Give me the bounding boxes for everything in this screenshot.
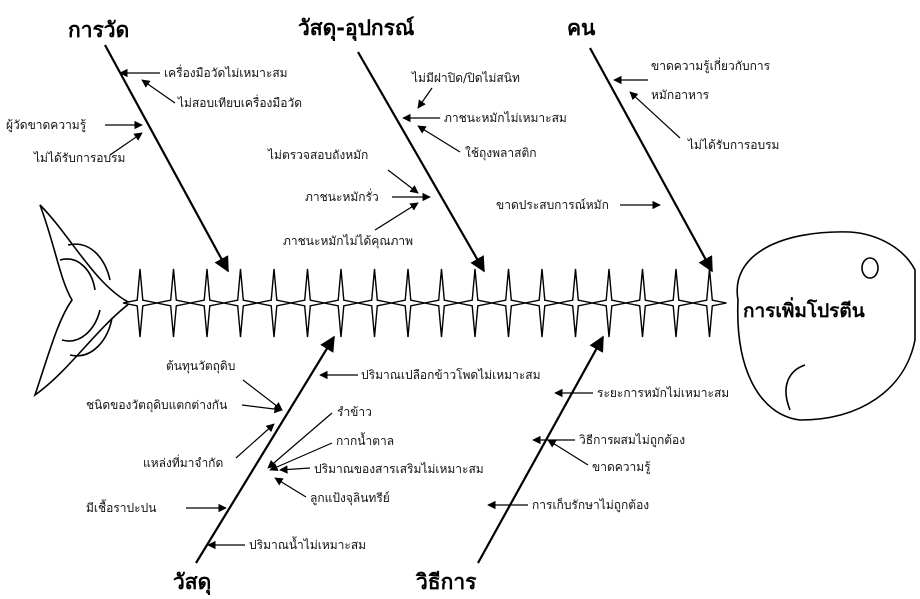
spine-star [592, 269, 626, 337]
spine-star [224, 269, 258, 337]
spine-star [358, 269, 392, 337]
bone-people [590, 48, 712, 271]
spine-star [123, 269, 157, 337]
spine-star [391, 269, 425, 337]
spine-star [626, 269, 660, 337]
cause-label: ภาชนะหมักไม่ได้คุณภาพ [283, 234, 413, 248]
cause-label: ไม่ตรวจสอบถังหมัก [268, 148, 368, 162]
cause-label: วิธีการผสมไม่ถูกต้อง [579, 433, 685, 447]
cause-label: มีเชื้อราปะปน [86, 501, 156, 515]
cause-label: ไม่สอบเทียบเครื่องมือวัด [178, 96, 302, 110]
category-label-material: วัสดุ [173, 566, 211, 599]
cause-label: ระยะการหมักไม่เหมาะสม [597, 386, 729, 400]
spine-star [257, 269, 291, 337]
cause-label: แหล่งที่มาจำกัด [143, 456, 223, 470]
spine-star [291, 269, 325, 337]
category-label-measure: การวัด [68, 14, 129, 47]
spine-star [659, 269, 693, 337]
spine-star [693, 269, 727, 337]
cause-label: ภาชนะหมักไม่เหมาะสม [444, 111, 567, 125]
cause-label: ปริมาณของสารเสริมไม่เหมาะสม [314, 462, 484, 476]
cause-label: การเก็บรักษาไม่ถูกต้อง [532, 498, 649, 512]
cause-label: รำข้าว [337, 405, 372, 419]
cause-label: ขาดความรู้ [592, 460, 651, 474]
spine-star [559, 269, 593, 337]
fish-spine [123, 269, 727, 337]
spine-star [190, 269, 224, 337]
cause-label: ขาดประสบการณ์หมัก [496, 198, 609, 212]
category-label-method: วิธีการ [416, 566, 476, 599]
cause-label: ไม่มีฝาปิด/ปิดไม่สนิท [412, 71, 520, 85]
category-label-equipment: วัสดุ-อุปกรณ์ [298, 12, 414, 45]
spine-star [492, 269, 526, 337]
cause-label: กากน้ำตาล [336, 434, 394, 448]
cause-label: เครื่องมือวัดไม่เหมาะสม [164, 66, 288, 80]
cause-label: ขาดความรู้เกี่ยวกับการ [651, 59, 770, 73]
spine-star [458, 269, 492, 337]
effect-label: การเพิ่มโปรตีน [743, 296, 865, 326]
cause-label: ใช้ถุงพลาสติก [465, 146, 537, 160]
cause-label: ไม่ได้รับการอบรม [688, 138, 779, 152]
cause-label: ภาชนะหมักรั่ว [305, 190, 379, 204]
cause-label: ปริมาณเปลือกข้าวโพดไม่เหมาะสม [361, 368, 541, 382]
spine-star [525, 269, 559, 337]
cause-label: ผู้วัดขาดความรู้ [6, 118, 86, 132]
cause-label: ปริมาณน้ำไม่เหมาะสม [249, 538, 366, 552]
spine-star [324, 269, 358, 337]
cause-label: ลูกแป้งจุลินทรีย์ [310, 491, 390, 505]
cause-label: หมักอาหาร [651, 88, 709, 102]
spine-star [157, 269, 191, 337]
fish-tail [35, 205, 130, 395]
cause-label: ต้นทุนวัตถุดิบ [166, 359, 235, 373]
cause-label: ไม่ได้รับการอบรม [34, 151, 125, 165]
cause-label: ชนิดของวัตถุดิบแตกต่างกัน [86, 398, 227, 412]
spine-star [425, 269, 459, 337]
category-label-people: คน [567, 12, 595, 45]
